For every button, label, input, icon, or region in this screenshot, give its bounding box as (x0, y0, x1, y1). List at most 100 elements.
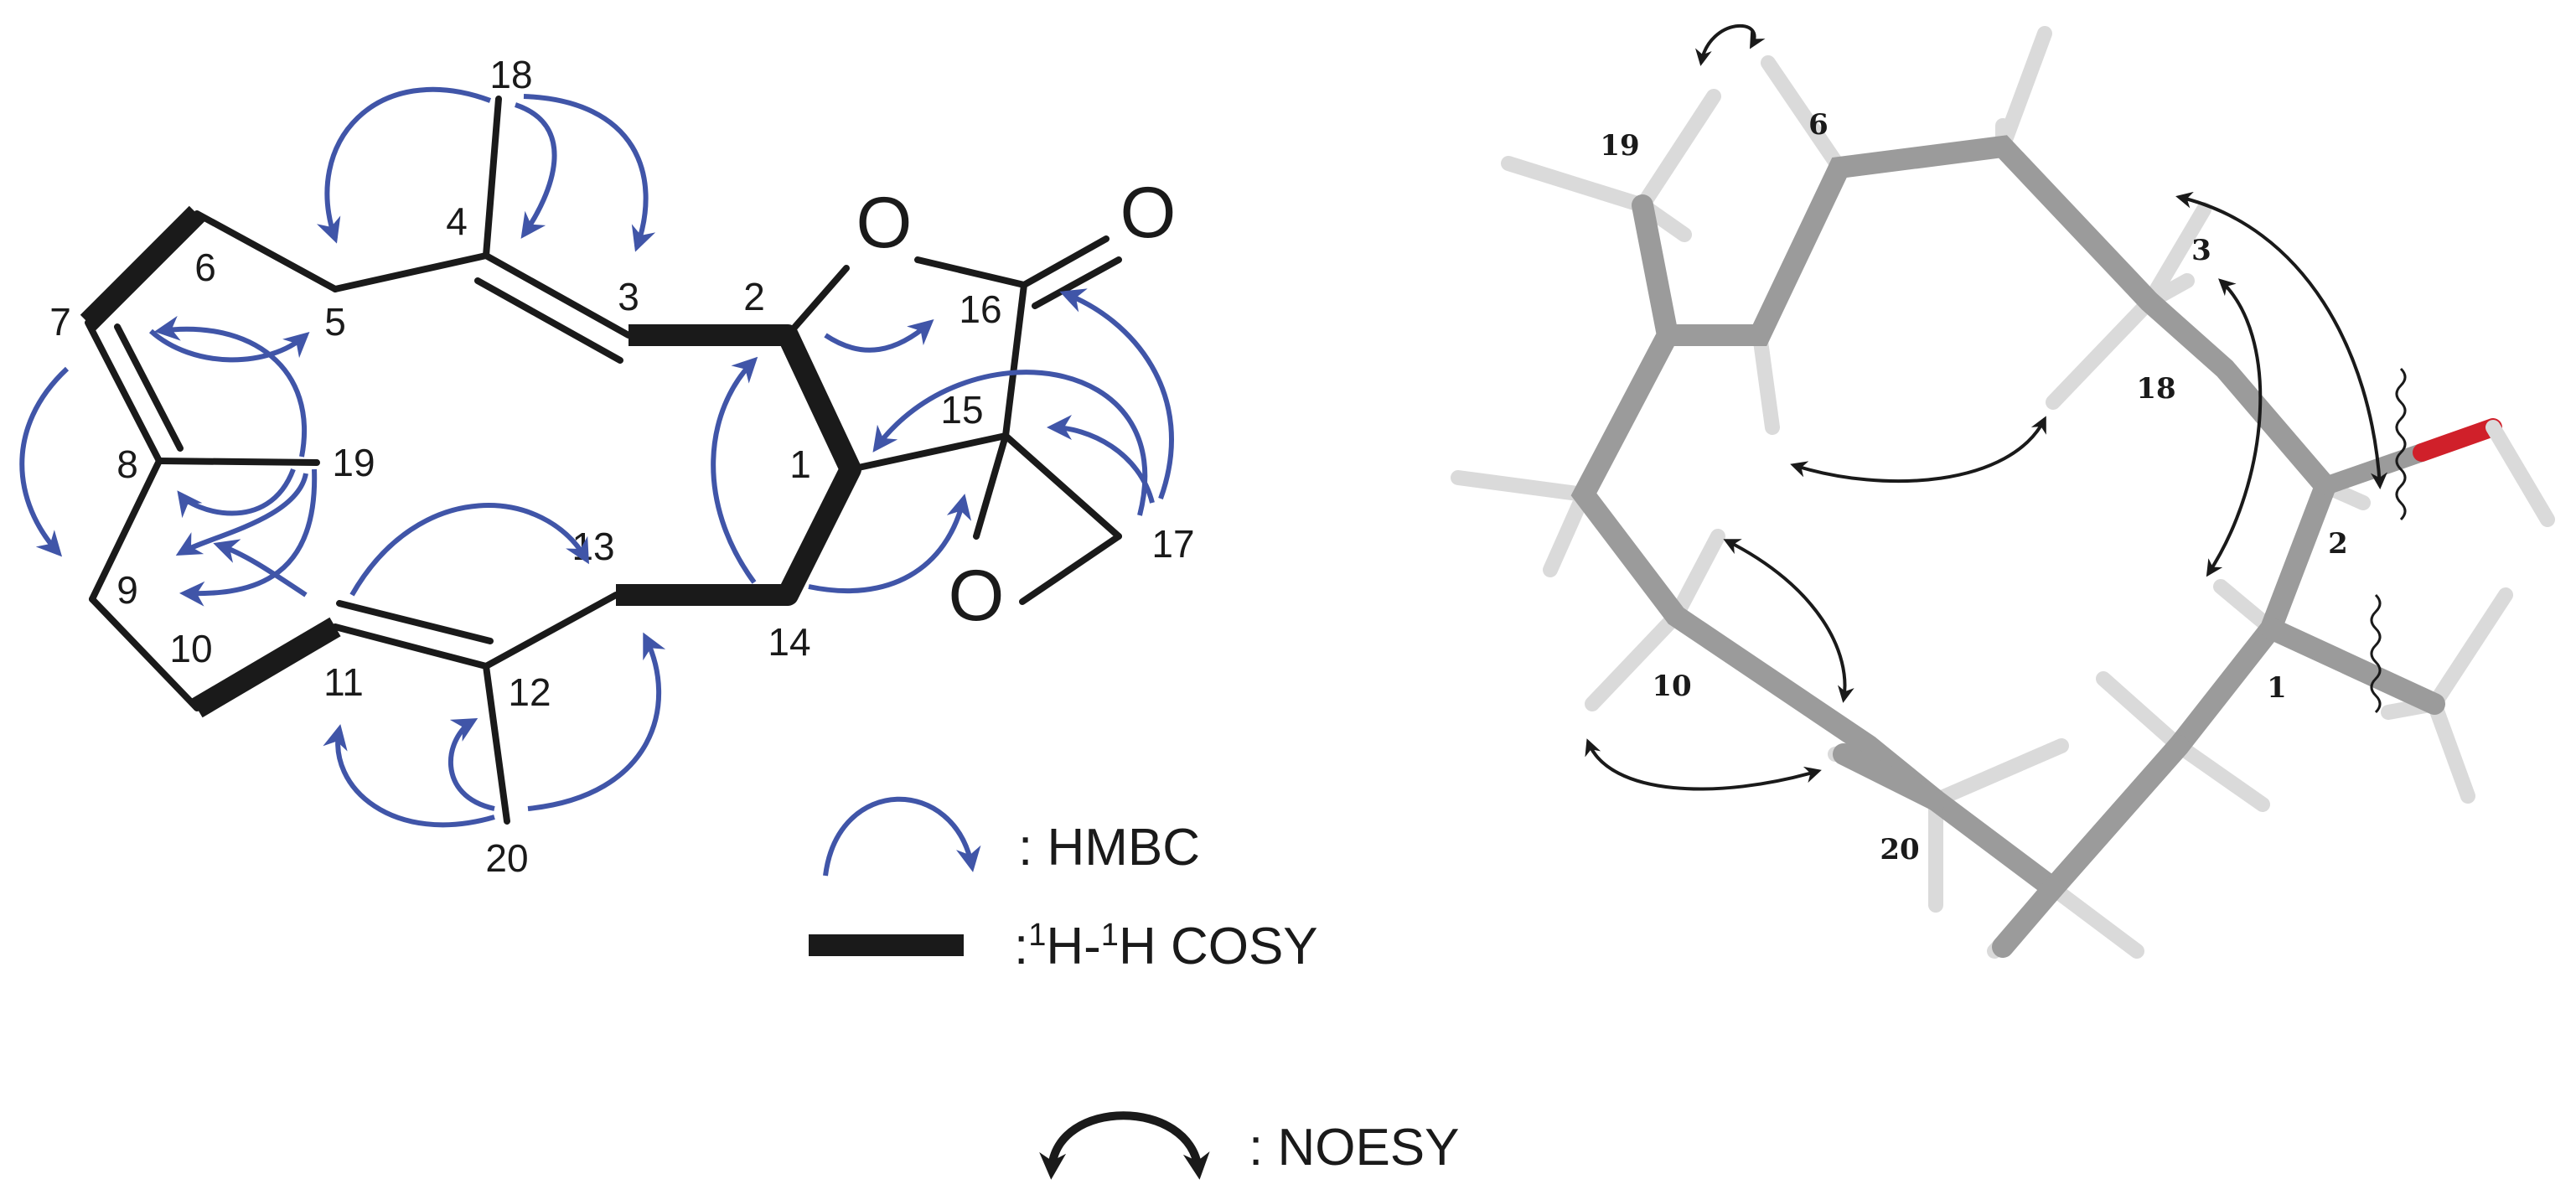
atom-label-2: 2 (743, 275, 765, 318)
hmbc-h18-c5 (316, 86, 492, 244)
h-stick (1668, 529, 1725, 623)
hmbc-h19-c5 (148, 328, 310, 363)
bond-c12-c20 (483, 663, 510, 825)
atom-label-6: 6 (194, 246, 216, 289)
h-stick (2046, 881, 2144, 959)
legend-hmbc-label: : HMBC (1018, 819, 1200, 877)
hmbc-h14-c15 (808, 494, 972, 594)
atom-labels: 1 2 3 4 5 6 7 8 9 10 11 12 13 14 15 16 1… (49, 53, 1194, 880)
o-carbonyl: O (1120, 173, 1177, 253)
bond-c8-c19 (156, 458, 320, 466)
oxygen-stick (2413, 418, 2502, 462)
legend-cosy-h2: H COSY (1119, 918, 1318, 975)
h-stick (1501, 156, 1650, 213)
bond-c15-c1 (847, 432, 1009, 473)
bond-c4-c18 (483, 96, 502, 259)
atom-label-12: 12 (508, 670, 551, 714)
bond-c7-c8-b (114, 323, 184, 452)
h-stick (2046, 294, 2157, 410)
h-stick (1451, 470, 1591, 502)
h-stick (2096, 671, 2186, 753)
hmbc-h11-c9 (213, 539, 308, 597)
cosy-c10-c11 (191, 617, 341, 718)
hmbc-h18-c3 (523, 94, 656, 252)
cleavage-mark-upper (2395, 367, 2407, 521)
bond-c2-o (784, 265, 850, 339)
carbon-sticks (1570, 135, 2555, 958)
hmbc-h19-c9b (179, 468, 318, 607)
oh-hydrogen (2485, 420, 2555, 527)
bond-c9-c10 (89, 596, 200, 711)
hmbc-h17-c15 (1047, 415, 1155, 504)
hmbc-h11-c13 (349, 503, 589, 597)
atom-label-1: 1 (789, 442, 811, 486)
hmbc-h18-c4 (515, 102, 557, 239)
model-label-20: 20 (1880, 833, 1919, 866)
ring-stick (1992, 877, 2064, 958)
bond-c11-c12-b (336, 600, 494, 644)
hmbc-h17-c1 (872, 370, 1148, 516)
legend-cosy-sup1: 1 (1028, 918, 1046, 953)
bond-c16-o-b (1032, 256, 1122, 309)
legend-cosy-label: :1H-1H COSY (1014, 918, 1318, 975)
o-lactone-ring: O (856, 183, 913, 263)
model-label-6: 6 (1808, 108, 1829, 142)
noe-mid (1790, 416, 2046, 484)
hmbc-h20-c12 (448, 718, 495, 811)
legend-cosy-sup2: 1 (1101, 918, 1119, 953)
bond-c3-c4-a (483, 252, 632, 339)
atom-label-15: 15 (940, 388, 983, 432)
model-label-19: 19 (1600, 129, 1639, 163)
h-stick (1543, 487, 1591, 577)
atom-label-14: 14 (768, 620, 810, 664)
atom-label-17: 17 (1151, 522, 1194, 566)
hmbc-h20-c13 (527, 632, 666, 811)
cleavage-mark-lower (2370, 593, 2382, 714)
hmbc-h19-c8 (177, 468, 296, 519)
cosy-bonds (80, 205, 861, 718)
atom-label-10: 10 (169, 627, 212, 670)
model-labels: 19 6 3 18 2 1 10 20 (1600, 108, 2348, 866)
model-label-10: 10 (1652, 670, 1691, 703)
atom-label-20: 20 (485, 836, 528, 880)
atom-label-19: 19 (332, 441, 375, 484)
atom-label-4: 4 (446, 199, 468, 243)
hydrogen-sticks (1451, 26, 2513, 959)
bond-o-c17 (1019, 533, 1122, 605)
bond-c3-c4-b (474, 277, 623, 364)
bond-c11-c12-a (332, 623, 489, 670)
legend-cosy-prefix: : (1014, 918, 1028, 975)
legend-noesy-arrow (1039, 1111, 1210, 1180)
atom-label-11: 11 (323, 660, 364, 704)
model-label-1: 1 (2267, 671, 2287, 705)
model-3d: 19 6 3 18 2 1 10 20 (1451, 23, 2555, 959)
noesy-arrows (1585, 23, 2387, 791)
noe-h10-h20b (1585, 738, 1822, 791)
bond-c15-o (973, 432, 1009, 540)
bond-c16-c15 (1002, 282, 1027, 439)
h-stick (1752, 328, 1780, 435)
hmbc-h20-c11 (323, 724, 495, 828)
atom-label-18: 18 (489, 53, 532, 96)
legend-hmbc-arrow (823, 796, 981, 877)
o-epoxide: O (949, 556, 1005, 636)
legend-noesy-label: : NOESY (1249, 1119, 1460, 1177)
model-label-3: 3 (2191, 234, 2211, 267)
noe-h3-h2a (2175, 191, 2387, 489)
hmbc-h19-c9a (175, 473, 308, 556)
c2-o-stick-grey (2316, 443, 2431, 495)
atom-label-3: 3 (618, 275, 639, 318)
ring-stick (1833, 743, 1947, 811)
legend-noesy: : NOESY (1039, 1111, 1460, 1180)
methyl-stick (2260, 618, 2445, 715)
atom-label-9: 9 (116, 568, 138, 612)
h-stick (1635, 89, 1721, 213)
hmbc-arrows (19, 86, 1174, 828)
atom-label-16: 16 (959, 287, 1001, 331)
bond-o-c16 (914, 256, 1027, 288)
h-stick (2171, 738, 2270, 812)
h-stick (1928, 738, 2069, 808)
hmbc-h2-c16 (824, 319, 934, 353)
h-stick (2427, 696, 2475, 804)
cosy-c6-c7 (80, 205, 205, 331)
